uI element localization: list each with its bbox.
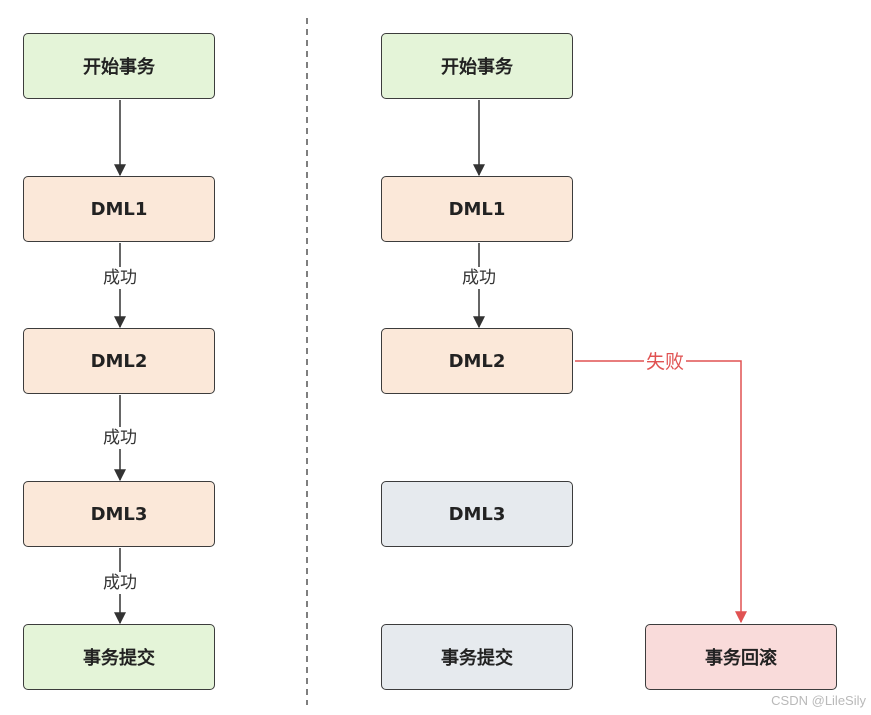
fail-label: 失败 (643, 351, 687, 373)
left-start-node: 开始事务 (23, 33, 215, 99)
arrow-fail-to-rollback (575, 360, 747, 624)
left-commit-node: 事务提交 (23, 624, 215, 690)
right-dml1-node: DML1 (381, 176, 573, 242)
right-commit-node: 事务提交 (381, 624, 573, 690)
left-dml2-node: DML2 (23, 328, 215, 394)
left-dml3-node: DML3 (23, 481, 215, 547)
left-dml1-node: DML1 (23, 176, 215, 242)
right-dml3-node: DML3 (381, 481, 573, 547)
right-dml2-node: DML2 (381, 328, 573, 394)
right-start-node: 开始事务 (381, 33, 573, 99)
right-success-label-1: 成功 (460, 267, 498, 289)
left-success-label-3: 成功 (101, 572, 139, 594)
left-success-label-1: 成功 (101, 267, 139, 289)
right-rollback-node: 事务回滚 (645, 624, 837, 690)
left-success-label-2: 成功 (101, 427, 139, 449)
watermark: CSDN @LileSily (771, 693, 866, 708)
